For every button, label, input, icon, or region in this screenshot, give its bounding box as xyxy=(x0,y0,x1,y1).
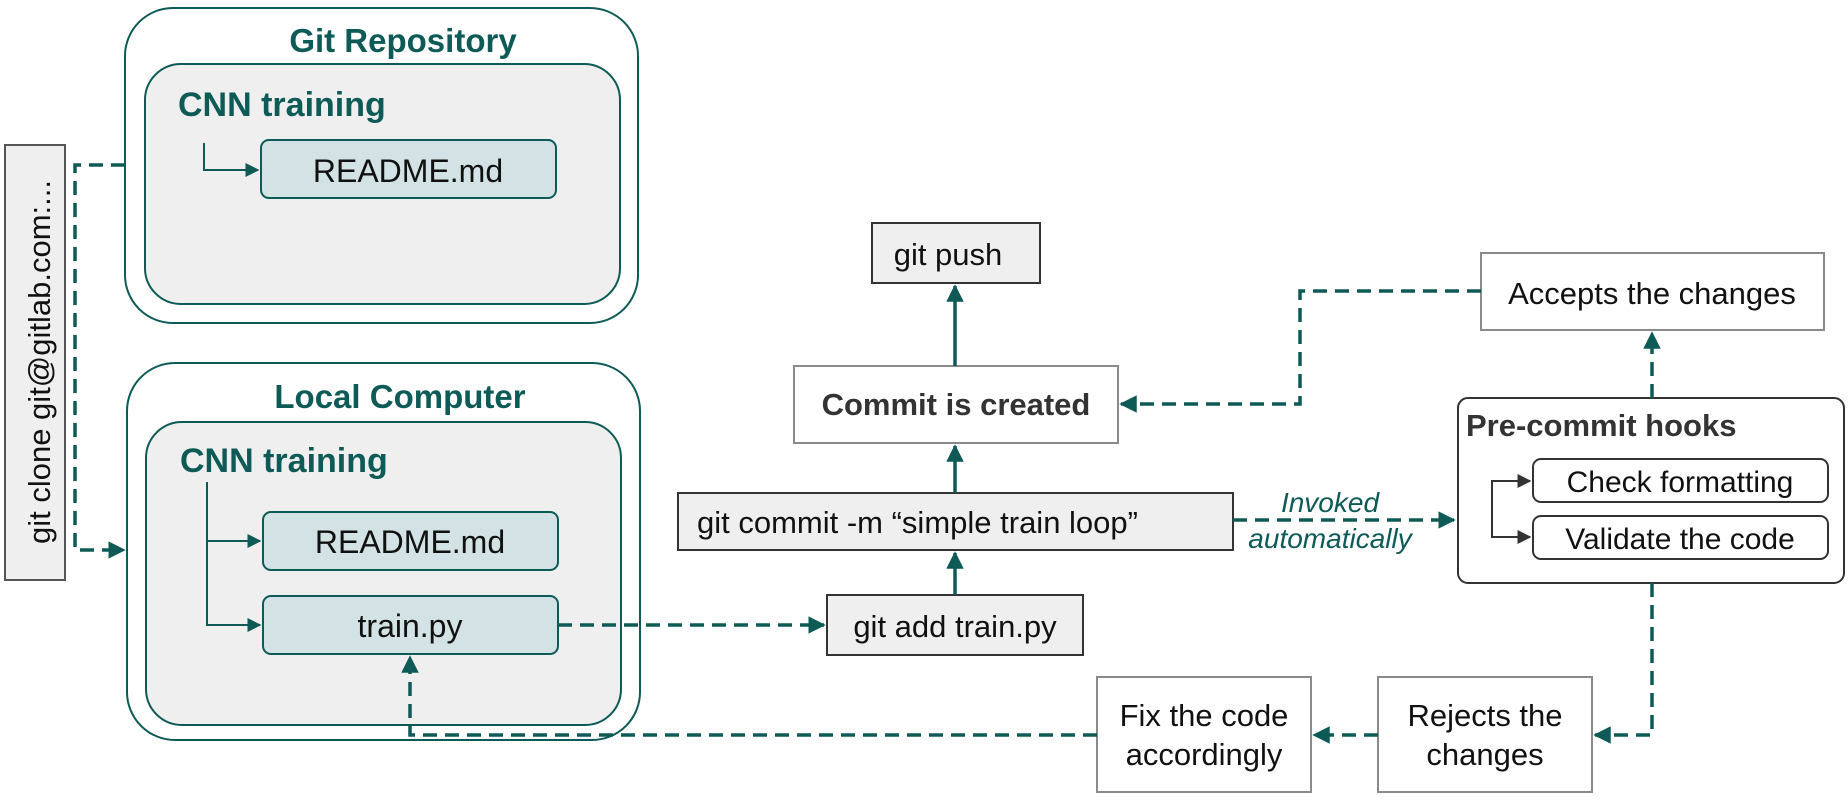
precommit-hooks-title: Pre-commit hooks xyxy=(1466,408,1736,443)
invoked-label-line-1: Invoked xyxy=(1281,487,1380,518)
git-repository-container: Git Repository CNN training README.md xyxy=(124,7,639,324)
rejects-line-2: changes xyxy=(1426,737,1543,772)
precommit-hooks-box: Pre-commit hooks Check formatting Valida… xyxy=(1457,397,1845,584)
git-commit-label: git commit -m “simple train loop” xyxy=(697,505,1138,540)
clone-command-label: git clone git@gitlab.com:... xyxy=(22,180,57,544)
fix-line-2: accordingly xyxy=(1126,737,1283,772)
local-computer-container: Local Computer CNN training README.md tr… xyxy=(126,362,641,741)
local-readme-file: README.md xyxy=(262,511,559,571)
clone-connector xyxy=(73,163,126,559)
accepts-to-created-connector xyxy=(1119,289,1481,413)
git-push-label: git push xyxy=(894,237,1003,272)
local-readme-label: README.md xyxy=(315,524,505,560)
local-computer-folder-label: CNN training xyxy=(180,442,388,480)
commit-created-label: Commit is created xyxy=(822,387,1091,422)
git-repository-file-label: README.md xyxy=(313,153,503,189)
accepts-changes-label: Accepts the changes xyxy=(1508,276,1796,311)
check-formatting-box: Check formatting xyxy=(1532,458,1829,503)
rejects-line-1: Rejects the xyxy=(1407,698,1562,733)
fix-to-train-connector xyxy=(401,655,1097,737)
local-computer-title: Local Computer xyxy=(274,378,525,415)
git-repository-file: README.md xyxy=(260,139,557,199)
git-push-box: git push xyxy=(871,222,1041,284)
git-commit-box: git commit -m “simple train loop” xyxy=(677,492,1234,551)
git-repository-folder-label: CNN training xyxy=(178,86,386,124)
commit-created-box: Commit is created xyxy=(793,365,1119,444)
validate-code-label: Validate the code xyxy=(1565,523,1795,556)
fix-line-1: Fix the code xyxy=(1120,698,1289,733)
validate-code-box: Validate the code xyxy=(1532,515,1829,560)
git-add-box: git add train.py xyxy=(826,594,1084,656)
check-formatting-label: Check formatting xyxy=(1567,466,1794,499)
git-add-label: git add train.py xyxy=(853,609,1057,644)
rejects-changes-box: Rejects the changes xyxy=(1377,676,1593,793)
local-train-py-label: train.py xyxy=(358,608,463,644)
invoked-label-line-2: automatically xyxy=(1248,523,1413,554)
fix-code-box: Fix the code accordingly xyxy=(1096,676,1312,793)
hooks-to-rejects-connector xyxy=(1593,583,1654,744)
local-train-py-file: train.py xyxy=(262,595,559,655)
clone-command-box: git clone git@gitlab.com:... xyxy=(4,144,66,581)
git-repository-title: Git Repository xyxy=(289,22,517,59)
accepts-changes-box: Accepts the changes xyxy=(1480,252,1825,331)
